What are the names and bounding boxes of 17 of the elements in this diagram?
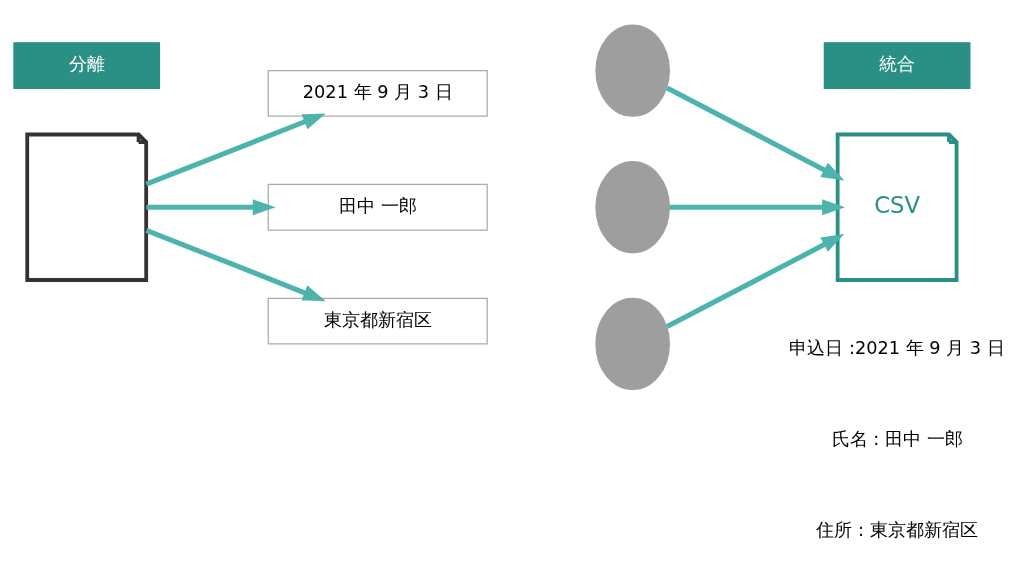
arrow bbox=[146, 198, 276, 215]
arrow bbox=[145, 112, 326, 187]
node-box: 田中 一郎 bbox=[267, 183, 488, 231]
arrow bbox=[145, 227, 326, 301]
arrow bbox=[665, 233, 845, 329]
arrow bbox=[669, 198, 845, 215]
node-person bbox=[595, 297, 670, 390]
node-person bbox=[595, 23, 670, 117]
node-box: 東京都新宿区 bbox=[267, 297, 488, 345]
node-box: 分離 bbox=[13, 41, 161, 89]
label: 申込日 :2021 年 9 月 3 日 bbox=[789, 337, 1005, 358]
node-box: 2021 年 9 月 3 日 bbox=[267, 69, 488, 117]
arrow bbox=[665, 85, 845, 180]
label: 氏名 : 田中 一郎 bbox=[831, 428, 963, 449]
node-box: 統合 bbox=[823, 41, 971, 89]
node-person bbox=[595, 160, 670, 253]
label: 住所 : 東京都新宿区 bbox=[816, 519, 978, 540]
